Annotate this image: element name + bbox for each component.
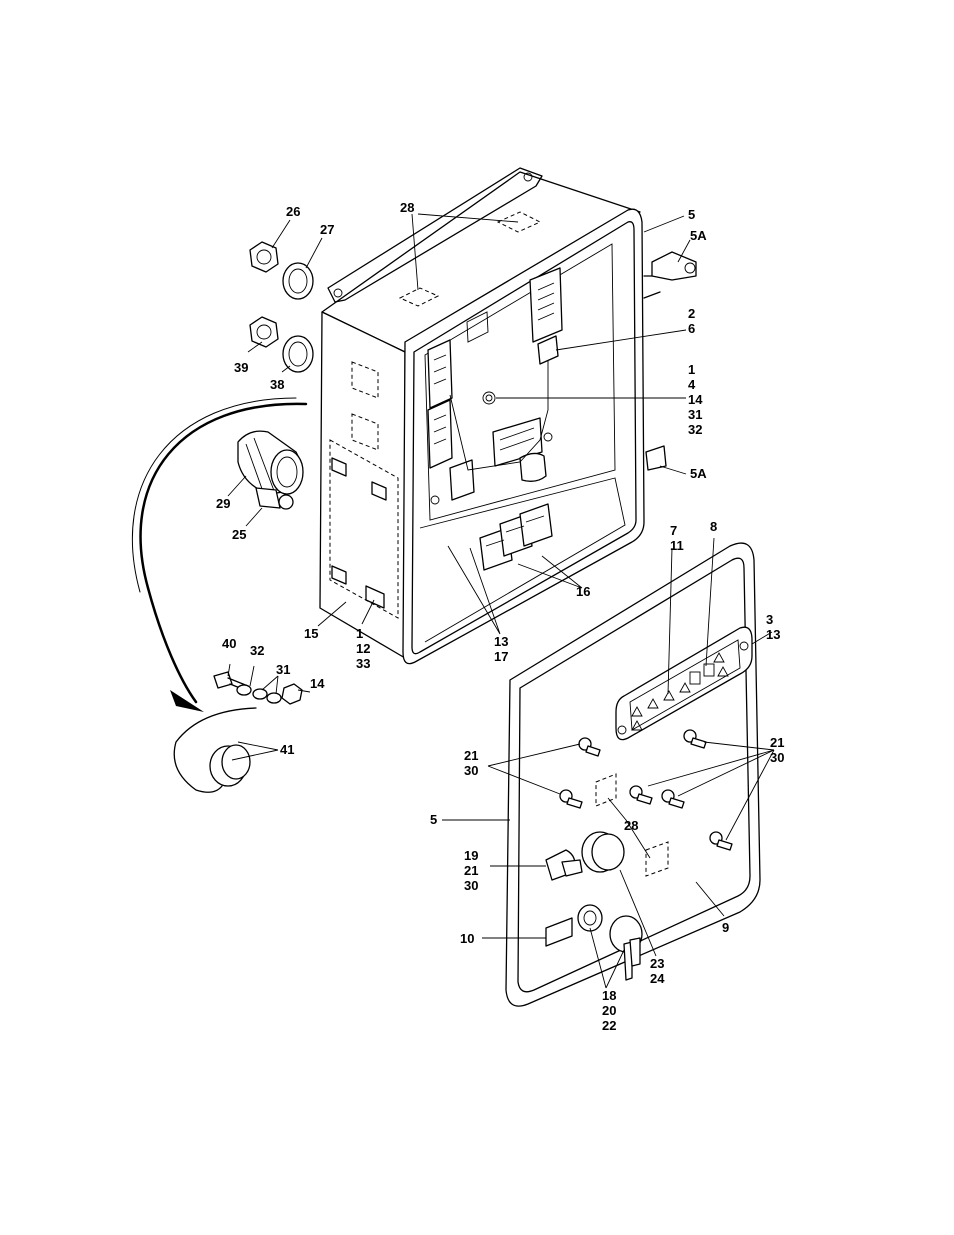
callout-31: 31 — [276, 662, 290, 677]
callout-line: 6 — [688, 321, 695, 336]
callout-line: 5A — [690, 228, 707, 243]
callout-line: 30 — [464, 878, 478, 893]
callout-line: 5A — [690, 466, 707, 481]
callout-line: 1 — [356, 626, 363, 641]
callout-15: 15 — [304, 626, 318, 641]
callout-28-top: 28 — [400, 200, 414, 215]
callout-line: 8 — [710, 519, 717, 534]
callout-line: 18 — [602, 988, 616, 1003]
callout-line: 31 — [688, 407, 702, 422]
enclosure-box — [320, 168, 696, 664]
callout-line: 41 — [280, 742, 294, 757]
callout-line: 29 — [216, 496, 230, 511]
left-hardware — [132, 242, 313, 792]
callout-line: 5 — [688, 207, 695, 222]
callout-line: 31 — [276, 662, 290, 677]
callout-26: 26 — [286, 204, 300, 219]
callout-40: 40 — [222, 636, 236, 651]
callout-39: 39 — [234, 360, 248, 375]
callout-32: 32 — [250, 643, 264, 658]
callout-line: 13 — [766, 627, 780, 642]
callout-line: 24 — [650, 971, 665, 986]
callout-5-cover: 5 — [430, 812, 437, 827]
callout-line: 28 — [400, 200, 414, 215]
callout-line: 21 — [464, 748, 478, 763]
callout-line: 25 — [232, 527, 246, 542]
callout-line: 12 — [356, 641, 370, 656]
callout-line: 28 — [624, 818, 638, 833]
callout-line: 17 — [494, 649, 508, 664]
callout-line: 9 — [722, 920, 729, 935]
callout-8: 8 — [710, 519, 717, 534]
callout-line: 26 — [286, 204, 300, 219]
callout-line: 1 — [688, 362, 695, 377]
callout-line: 33 — [356, 656, 370, 671]
callout-5A-top: 5A — [690, 228, 707, 243]
callout-line: 20 — [602, 1003, 616, 1018]
callout-line: 7 — [670, 523, 677, 538]
callout-25: 25 — [232, 527, 246, 542]
callout-38: 38 — [270, 377, 284, 392]
callout-14: 14 — [310, 676, 325, 691]
callout-line: 15 — [304, 626, 318, 641]
callout-29: 29 — [216, 496, 230, 511]
callout-line: 27 — [320, 222, 334, 237]
callout-line: 21 — [770, 735, 784, 750]
callout-line: 30 — [464, 763, 478, 778]
callout-line: 10 — [460, 931, 474, 946]
callout-line: 30 — [770, 750, 784, 765]
callout-line: 32 — [250, 643, 264, 658]
callout-10: 10 — [460, 931, 474, 946]
callout-5A-bottom: 5A — [690, 466, 707, 481]
callout-line: 19 — [464, 848, 478, 863]
callout-line: 21 — [464, 863, 478, 878]
callout-28-cover: 28 — [624, 818, 638, 833]
callout-line: 5 — [430, 812, 437, 827]
callout-line: 38 — [270, 377, 284, 392]
callout-line: 3 — [766, 612, 773, 627]
callout-27: 27 — [320, 222, 334, 237]
callout-line: 22 — [602, 1018, 616, 1033]
callout-16: 16 — [576, 584, 590, 599]
callout-line: 4 — [688, 377, 696, 392]
callout-line: 23 — [650, 956, 664, 971]
callout-line: 32 — [688, 422, 702, 437]
callout-41: 41 — [280, 742, 294, 757]
callout-line: 14 — [310, 676, 325, 691]
callout-line: 11 — [670, 538, 684, 553]
callout-line: 2 — [688, 306, 695, 321]
callout-line: 16 — [576, 584, 590, 599]
callout-line: 40 — [222, 636, 236, 651]
callout-9: 9 — [722, 920, 729, 935]
callout-5-top: 5 — [688, 207, 695, 222]
callout-line: 13 — [494, 634, 508, 649]
callout-line: 39 — [234, 360, 248, 375]
callout-line: 14 — [688, 392, 703, 407]
